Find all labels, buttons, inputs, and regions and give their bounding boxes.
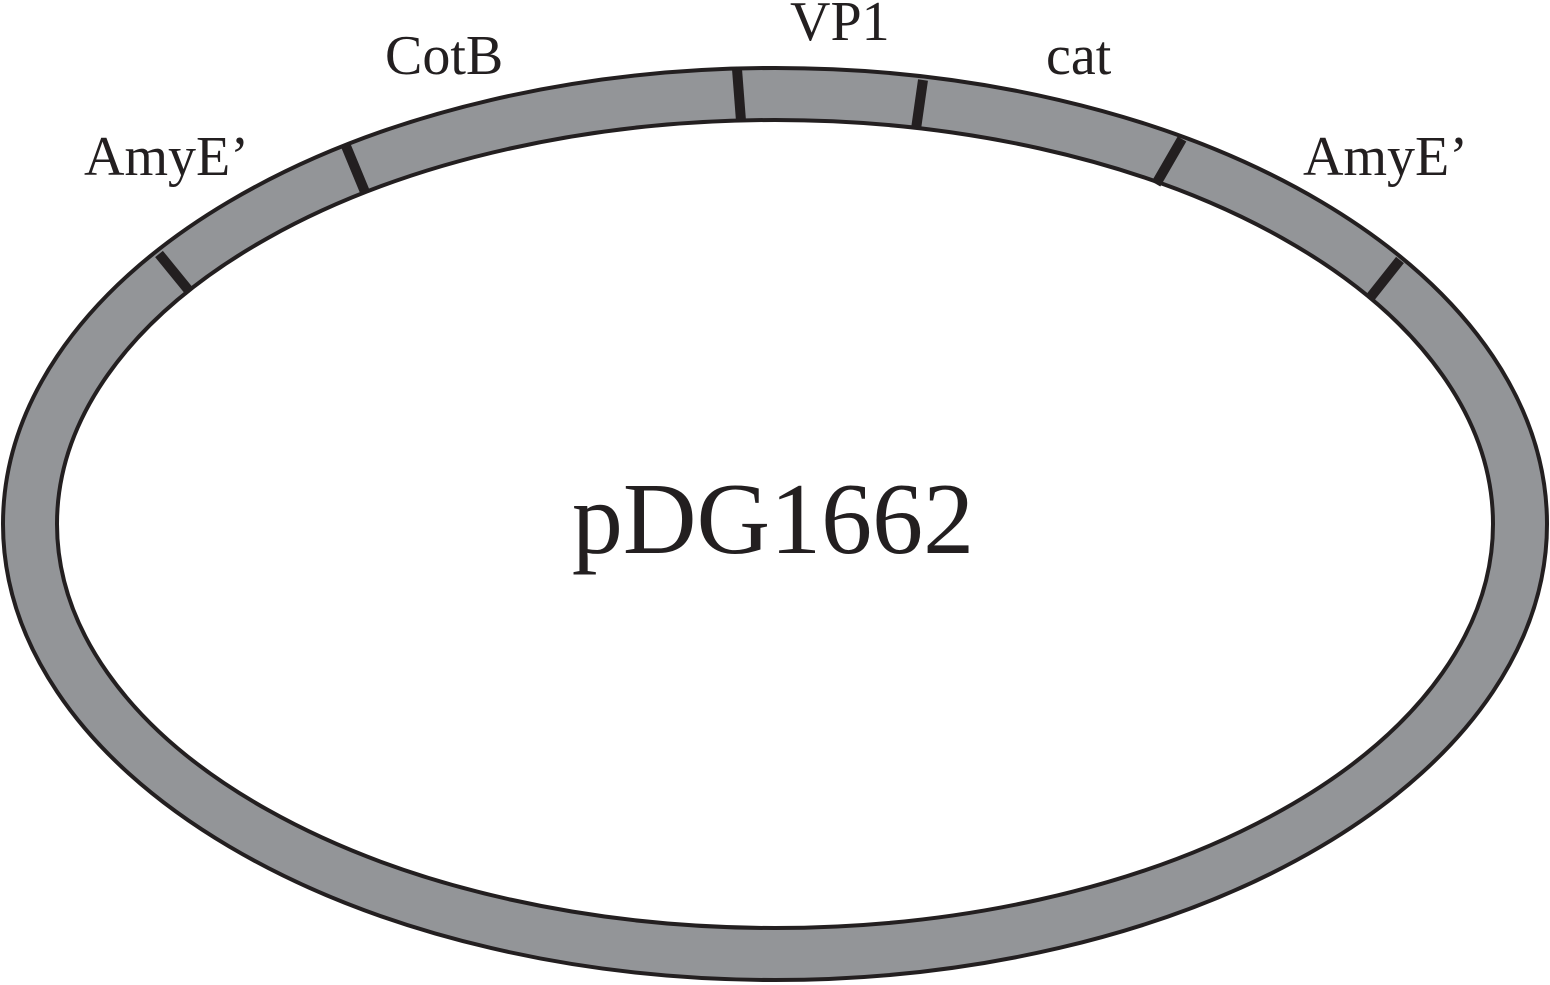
segment-label-cat: cat [1046, 25, 1112, 87]
plasmid-ring-inner [55, 118, 1495, 930]
boundary-vp1-cat [911, 79, 928, 130]
segment-label-amye-left: AmyE’ [84, 126, 249, 188]
segment-label-cotb: CotB [385, 25, 503, 87]
plasmid-name: pDG1662 [572, 463, 974, 576]
boundary-amye-cotb [155, 250, 194, 296]
boundary-cotb-vp1 [732, 68, 746, 122]
segment-boundaries [155, 68, 1404, 303]
boundary-amye-end [1365, 256, 1404, 303]
boundary-cotb-start [341, 144, 370, 194]
boundary-cat-amye [1151, 136, 1187, 187]
segment-label-amye-right: AmyE’ [1303, 126, 1468, 188]
segment-label-vp1: VP1 [790, 0, 890, 53]
